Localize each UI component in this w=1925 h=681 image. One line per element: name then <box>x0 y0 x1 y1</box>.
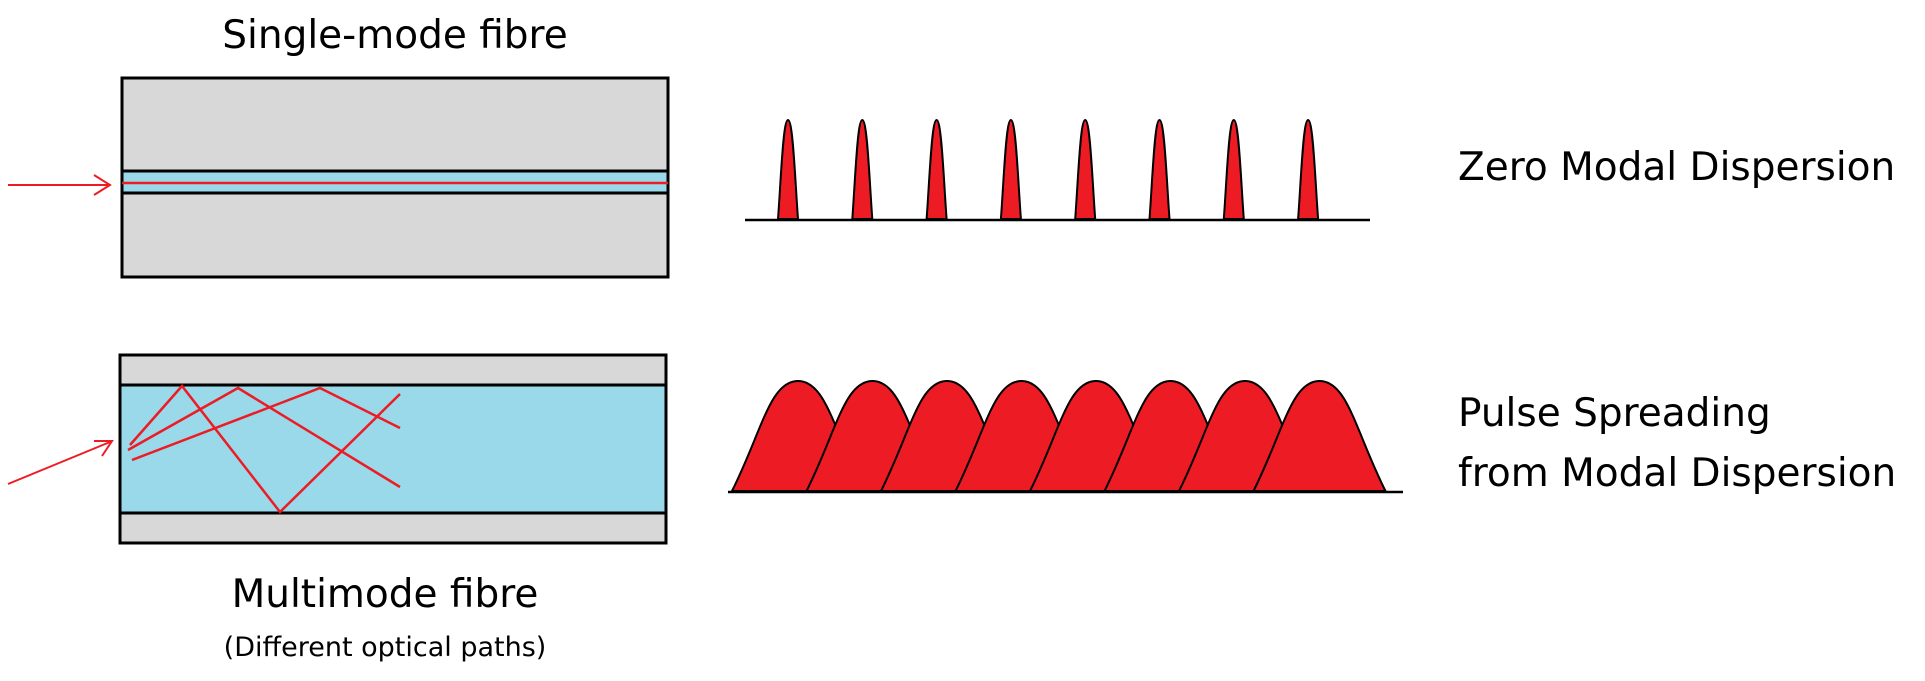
pulse-spreading-label-line2: from Modal Dispersion <box>1458 451 1897 496</box>
multimode-fibre <box>118 353 668 545</box>
multimode-input-arrow <box>7 440 114 485</box>
multimode-label: Multimode fibre <box>231 572 539 617</box>
single-mode-input-arrow <box>8 174 112 196</box>
zero-dispersion-label: Zero Modal Dispersion <box>1458 145 1896 190</box>
narrow-pulse-train <box>776 118 1320 220</box>
multimode-core <box>118 383 668 515</box>
single-mode-label: Single-mode fibre <box>222 13 568 58</box>
narrow-pulse <box>1074 118 1097 220</box>
narrow-pulse <box>776 118 800 220</box>
multimode-ray-paths <box>127 384 401 514</box>
narrow-pulse <box>999 118 1022 220</box>
narrow-pulse <box>925 118 948 220</box>
single-mode-fibre <box>120 76 670 279</box>
multimode-note: (Different optical paths) <box>223 632 547 663</box>
narrow-pulse <box>1297 118 1320 220</box>
broad-pulse-train <box>730 379 1388 492</box>
pulse-spreading-label-line1: Pulse Spreading <box>1458 391 1771 436</box>
broad-pulse <box>1251 379 1388 492</box>
narrow-pulse <box>1222 118 1245 220</box>
narrow-pulse <box>1148 118 1171 220</box>
narrow-pulse <box>851 118 874 220</box>
